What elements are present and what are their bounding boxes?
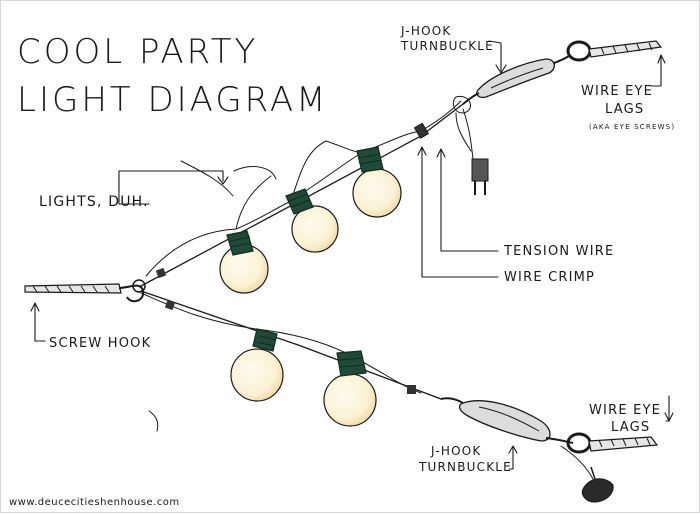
label-jhook-top-1: J-HOOK [400, 24, 451, 38]
label-wire-eye-bottom-1: WIRE EYE [589, 403, 661, 418]
bulb-3 [352, 146, 402, 218]
label-screw-hook: SCREW HOOK [49, 336, 151, 351]
wire-eye-lag-bottom [566, 432, 659, 454]
title-line-2: LIGHT DIAGRAM [17, 80, 329, 120]
label-wire-eye-top-2: LAGS [605, 102, 644, 117]
jhook-turnbuckle-bottom [440, 397, 574, 444]
plug-top [471, 158, 489, 195]
label-wire-eye-top-1: WIRE EYE [581, 84, 653, 99]
wire-crimp-bottom [407, 385, 416, 394]
bulb-4 [230, 328, 284, 402]
light-cord [140, 95, 594, 480]
jhook-turnbuckle-top [462, 55, 570, 105]
screw-hook [24, 267, 176, 311]
tension-wire [140, 103, 464, 400]
wire-eye-lag-top [566, 40, 663, 62]
title-line-1: COOL PARTY [17, 32, 258, 72]
label-wire-eye-bottom-2: LAGS [611, 420, 650, 435]
bulb-5 [323, 350, 377, 427]
label-tension-wire: TENSION WIRE [503, 244, 614, 259]
callout-lines [30, 40, 674, 470]
bulb-2 [285, 188, 339, 253]
label-wire-crimp: WIRE CRIMP [504, 270, 595, 285]
label-jhook-top-2: TURNBUCKLE [400, 39, 494, 53]
bulb-1 [219, 230, 269, 294]
wire-crimp-top [413, 122, 430, 139]
label-wire-eye-top-note: (AKA EYE SCREWS) [589, 123, 675, 131]
plug-bottom [581, 466, 614, 503]
label-jhook-bottom-1: J-HOOK [430, 444, 481, 458]
label-lights: LIGHTS, DUH. [39, 194, 149, 210]
label-jhook-bottom-2: TURNBUCKLE [418, 460, 512, 474]
website-link[interactable]: www.deucecitieshenhouse.com [9, 497, 180, 508]
